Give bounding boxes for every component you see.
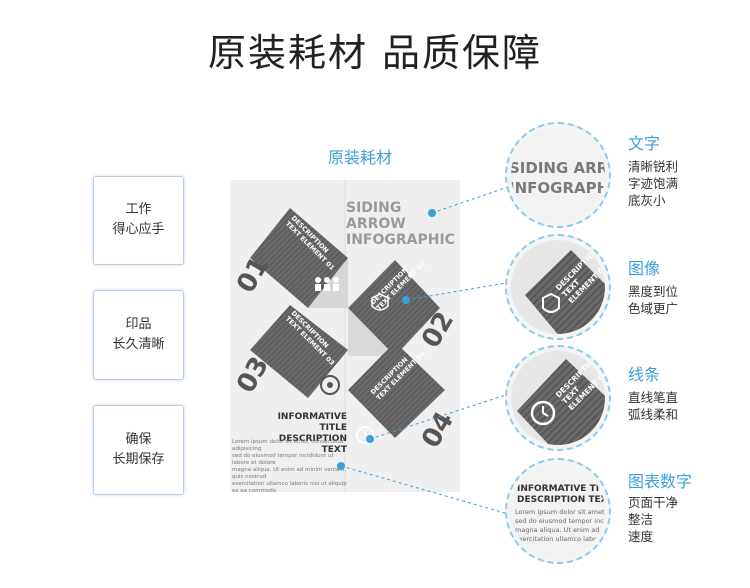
feature-box-line: 长久清晰 (112, 337, 165, 352)
feature-box-line: 工作 (125, 202, 152, 217)
poster-footer-title-line2: DESCRIPTION TEXT (278, 434, 347, 455)
feature-desc-line: 色域更广 (628, 301, 679, 316)
poster-lorem-line: sed do eiusmod tempor incididunt ut labo… (232, 453, 334, 466)
feature-text: 文字 清晰锐利 字迹饱满 底灰小 (628, 130, 678, 209)
connector-line-lines (369, 392, 513, 440)
poster-lorem-line: magna aliqua. Ut enim ad minim veniam, q… (232, 467, 347, 480)
connector-dot (402, 296, 410, 304)
feature-image: 图像 黑度到位 色域更广 (628, 255, 678, 317)
poster-label: 原装耗材 (327, 148, 392, 167)
zoom-footer-title-line1: INFORMATIVE TITLE (517, 484, 605, 494)
connector-line-text (431, 186, 509, 214)
poster-lorem-line: exercitation ullamco laboris nisi ut ali… (232, 481, 347, 492)
feature-desc-line: 页面干净 (628, 495, 679, 510)
zoom-circle-image: DESCRIPTION TEXT ELEMENT 02 (505, 234, 611, 340)
poster-headline-line2: INFOGRAPHIC (346, 232, 455, 248)
feature-box-storage: 确保 长期保存 (93, 405, 184, 495)
zoom-circle-text: SIDING ARROW INFOGRAPHIC (505, 122, 611, 228)
zoom-lorem-line: magna aliqua. Ut enim ad minim veniam, q… (515, 526, 605, 534)
poster-footer-title-line1: INFORMATIVE TITLE (277, 412, 347, 433)
connector-dot (366, 435, 374, 443)
feature-chart: 图表数字 页面干净 整洁 速度 (628, 468, 692, 545)
zoom-circle-lines: DESCRIPTION TEXT ELEMENT 04 (505, 345, 611, 451)
feature-box-line: 得心应手 (112, 222, 165, 237)
feature-title: 图像 (628, 259, 661, 278)
connector-line-chart (340, 465, 513, 516)
arrow-shape-04 (348, 342, 445, 438)
poster-graphic (230, 180, 460, 492)
feature-box-line: 确保 (125, 432, 152, 447)
zoom-lorem-line: sed do eiusmod tempor incididunt ut labo… (515, 517, 605, 525)
feature-box-line: 印品 (125, 317, 152, 332)
page-title: 原装耗材 品质保障 (207, 31, 543, 75)
feature-box-print: 印品 长久清晰 (93, 290, 184, 380)
feature-box-line: 长期保存 (112, 452, 165, 467)
feature-title: 文字 (628, 134, 661, 153)
feature-desc-line: 清晰锐利 (628, 159, 679, 174)
connector-line-image (405, 281, 513, 301)
zoom-circle-chart: INFORMATIVE TITLE DESCRIPTION TEXT Lorem… (505, 458, 611, 564)
zoom-text-line1: SIDING ARROW (511, 159, 605, 177)
feature-title: 线条 (628, 365, 661, 384)
people-icon (315, 277, 339, 291)
feature-desc-line: 弧线柔和 (628, 407, 679, 422)
zoom-lorem-line: Lorem ipsum dolor sit amet, consectetur … (515, 508, 605, 516)
arrow-shape-01 (250, 208, 348, 308)
poster-lorem-line: Lorem ipsum dolor sit amet, consectetur … (232, 439, 344, 452)
connector-dot (337, 462, 345, 470)
feature-desc-line: 字迹饱满 (628, 176, 679, 191)
clock-icon (530, 400, 556, 426)
feature-desc-line: 速度 (628, 529, 654, 544)
feature-desc-line: 整洁 (628, 512, 654, 527)
sample-print-poster: SIDING ARROW INFOGRAPHIC 01 02 03 04 DES… (230, 180, 460, 492)
shield-icon (371, 293, 389, 311)
zoom-text-line2: INFOGRAPHIC (511, 179, 605, 197)
feature-title: 图表数字 (628, 472, 693, 491)
feature-desc-line: 直线笔直 (628, 390, 679, 405)
zoom-footer-title-line2: DESCRIPTION TEXT (517, 495, 605, 505)
arrow-shape-03 (250, 305, 348, 398)
poster-headline-line1: SIDING ARROW (346, 200, 406, 232)
zoom-lorem-line: exercitation ullamco laboris nisi ut ali… (515, 535, 605, 543)
connector-dot (428, 209, 436, 217)
arrow-shape-02 (348, 260, 440, 356)
feature-desc-line: 黑度到位 (628, 284, 679, 299)
shield-icon (542, 292, 560, 313)
target-icon (320, 375, 340, 395)
feature-box-work: 工作 得心应手 (93, 176, 184, 265)
feature-lines: 线条 直线笔直 弧线柔和 (628, 361, 678, 423)
feature-desc-line: 底灰小 (628, 193, 666, 208)
clock-icon (356, 426, 374, 444)
